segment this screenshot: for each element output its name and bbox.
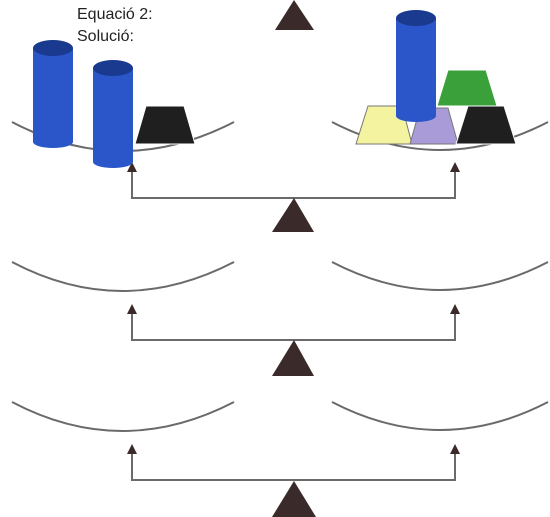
cylinder-weight-icon — [396, 10, 436, 122]
cylinder-weight-icon — [33, 40, 73, 148]
equation-label: Equació 2: — [77, 6, 153, 23]
scale-3 — [11, 401, 549, 517]
fulcrum-triangle-top — [275, 0, 314, 30]
pan-right — [331, 261, 549, 291]
beam — [131, 170, 456, 199]
arrow-left — [127, 444, 137, 454]
fulcrum-triangle — [272, 481, 316, 517]
pan-left — [11, 261, 235, 292]
fulcrum-triangle — [272, 340, 314, 376]
solution-label: Solució: — [77, 28, 134, 45]
pan-right — [331, 401, 549, 431]
scale-2 — [11, 261, 549, 376]
fulcrum-triangle — [272, 198, 314, 232]
scale-1 — [11, 10, 549, 232]
pan-left — [11, 401, 235, 432]
arrow-right — [450, 162, 460, 172]
beam — [131, 452, 456, 481]
trapezoid-weight-icon — [455, 105, 517, 145]
cylinder-weight-icon — [93, 60, 133, 168]
arrow-right — [450, 444, 460, 454]
trapezoid-weight-icon — [134, 105, 196, 145]
arrow-right — [450, 304, 460, 314]
arrow-left — [127, 162, 137, 172]
trapezoid-weight-icon — [436, 69, 498, 107]
beam — [131, 312, 456, 341]
arrow-left — [127, 304, 137, 314]
